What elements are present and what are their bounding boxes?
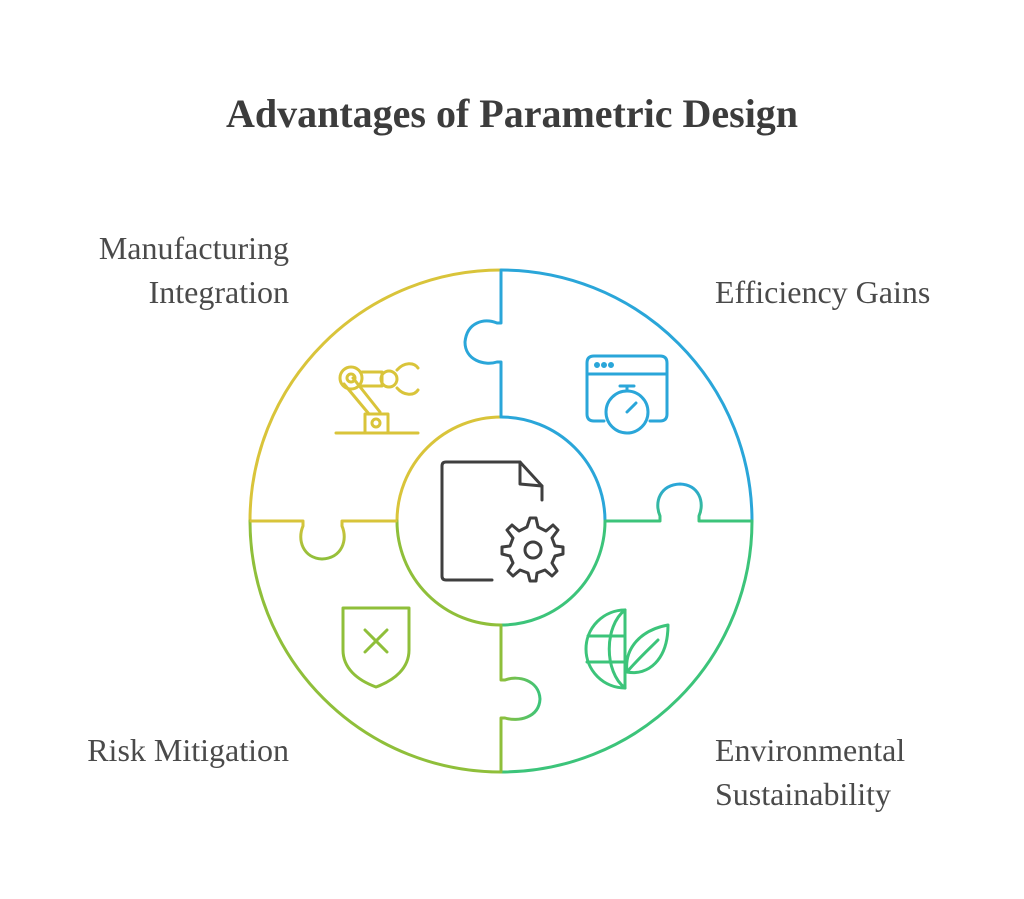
- label-line: Integration: [148, 274, 289, 310]
- connector-left: [249, 519, 398, 561]
- diagram-title: Advantages of Parametric Design: [225, 91, 799, 136]
- document-gear-icon: [440, 460, 565, 583]
- label-line: Sustainability: [715, 776, 891, 812]
- outer-arc-manufacturing: [248, 268, 503, 523]
- outer-arc-environment: [499, 519, 754, 774]
- label-line: Manufacturing: [98, 230, 289, 266]
- globe-leaf-icon: [584, 608, 670, 690]
- connector-top: [463, 270, 503, 418]
- connector-bottom: [499, 624, 542, 773]
- label-risk-mitigation: Risk Mitigation: [87, 728, 289, 772]
- inner-arc-manufacturing: [395, 415, 503, 523]
- inner-arc-risk: [395, 519, 503, 627]
- shield-x-icon: [341, 606, 411, 689]
- outer-arc-efficiency: [499, 268, 754, 523]
- label-manufacturing-integration: Manufacturing Integration: [99, 226, 289, 314]
- label-line: Risk Mitigation: [87, 732, 289, 768]
- inner-arc-environment: [499, 519, 607, 627]
- robotic-arm-icon: [334, 362, 420, 435]
- outer-arc-risk: [248, 519, 503, 774]
- inner-arc-efficiency: [499, 415, 607, 523]
- label-efficiency-gains: Efficiency Gains: [715, 270, 930, 314]
- browser-stopwatch-icon: [585, 354, 669, 435]
- connector-right: [604, 482, 753, 523]
- label-line: Environmental: [715, 732, 906, 768]
- label-line: Efficiency Gains: [715, 274, 931, 310]
- label-environmental-sustainability: Environmental Sustainability: [715, 728, 905, 816]
